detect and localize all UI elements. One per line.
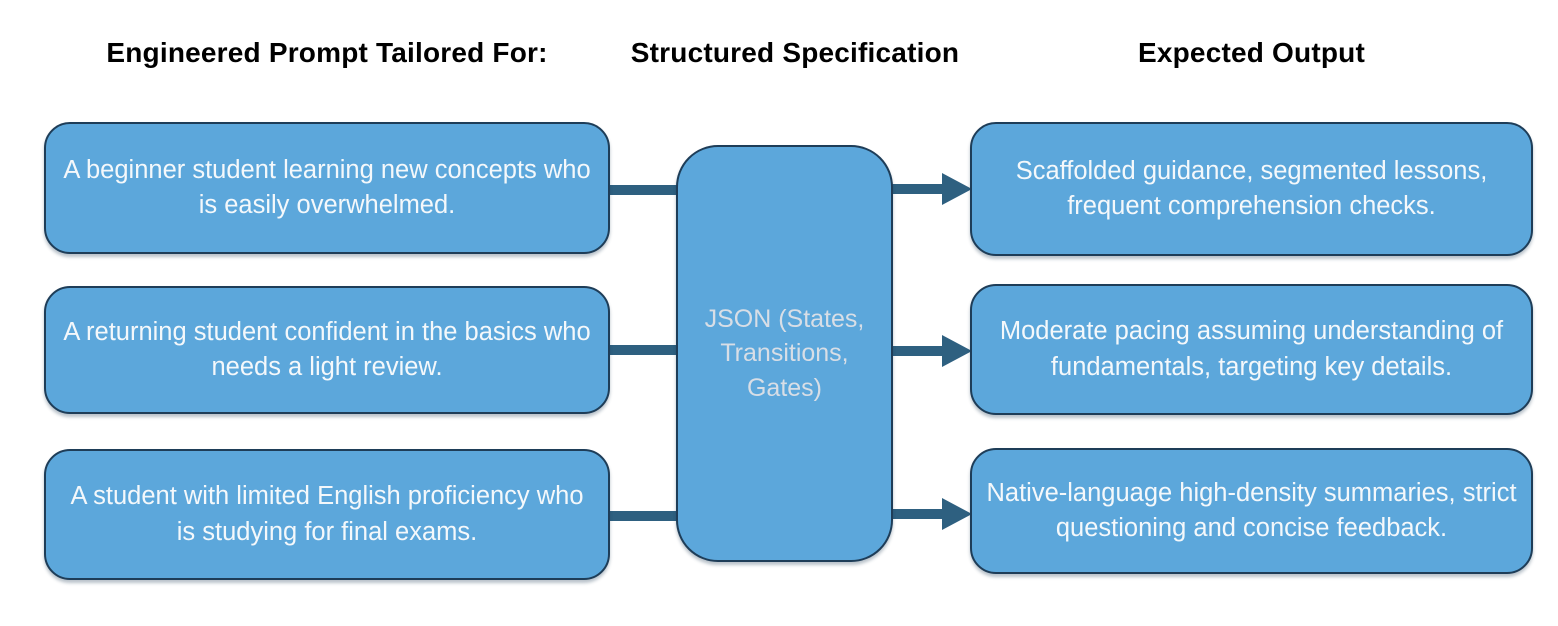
column-header-engineered-prompt: Engineered Prompt Tailored For: xyxy=(106,37,548,68)
arrow-line-row2 xyxy=(891,346,946,356)
right-box-text: Native-language high-density summaries, … xyxy=(986,478,1517,542)
left-box-limited-english-student: A student with limited English proficien… xyxy=(44,449,610,580)
arrow-line-row3 xyxy=(891,509,946,519)
connector-line-row3 xyxy=(606,511,680,521)
right-box-scaffolded-guidance: Scaffolded guidance, segmented lessons, … xyxy=(970,122,1533,256)
middle-box-text: JSON (States, Transitions, Gates) xyxy=(704,304,865,402)
middle-box-json-spec: JSON (States, Transitions, Gates) xyxy=(676,145,893,562)
arrow-line-row1 xyxy=(891,184,946,194)
right-box-text: Moderate pacing assuming understanding o… xyxy=(999,317,1504,381)
left-box-returning-student: A returning student confident in the bas… xyxy=(44,286,610,414)
right-box-text: Scaffolded guidance, segmented lessons, … xyxy=(1015,156,1488,220)
left-box-text: A returning student confident in the bas… xyxy=(63,317,591,381)
column-header-expected-output: Expected Output xyxy=(1137,37,1365,68)
column-header-structured-specification: Structured Specification xyxy=(630,37,960,68)
right-box-native-language: Native-language high-density summaries, … xyxy=(970,448,1533,574)
connector-line-row2 xyxy=(606,345,680,355)
arrowhead-right-icon xyxy=(942,498,972,530)
left-box-text: A beginner student learning new concepts… xyxy=(63,155,591,219)
left-box-beginner-student: A beginner student learning new concepts… xyxy=(44,122,610,254)
right-box-moderate-pacing: Moderate pacing assuming understanding o… xyxy=(970,284,1533,415)
arrowhead-right-icon xyxy=(942,173,972,205)
arrowhead-right-icon xyxy=(942,335,972,367)
connector-line-row1 xyxy=(606,185,680,195)
left-box-text: A student with limited English proficien… xyxy=(70,482,584,546)
